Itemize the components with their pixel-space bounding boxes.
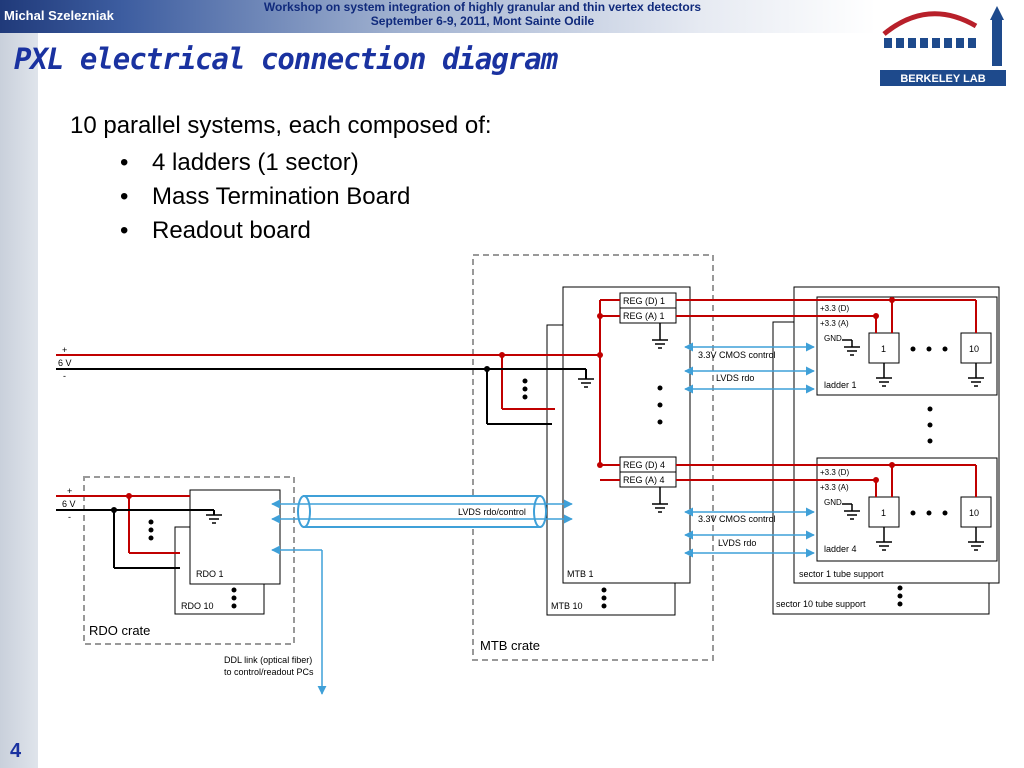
- ladder1-module-last: [960, 332, 992, 364]
- workshop-line-2: September 6-9, 2011, Mont Sainte Odile: [370, 14, 595, 28]
- rdo-crate-label: RDO crate: [89, 623, 150, 638]
- psu2-plus-label: +: [67, 486, 72, 496]
- bullet-mtb: Mass Termination Board: [120, 180, 410, 214]
- reg-a1-label: REG (A) 1: [623, 311, 665, 321]
- ladder4-a-supply-label: +3.3 (A): [820, 483, 849, 492]
- slide-title: PXL electrical connection diagram: [14, 42, 558, 76]
- ladder1-a-supply-label: +3.3 (A): [820, 319, 849, 328]
- bullet-readout: Readout board: [120, 214, 410, 248]
- left-sidebar-strip: [0, 0, 38, 768]
- bullet-ladders: 4 ladders (1 sector): [120, 146, 410, 180]
- ladder4-module-last-label: 10: [969, 508, 979, 518]
- mtb10-label: MTB 10: [551, 601, 583, 611]
- rdo10-label: RDO 10: [181, 601, 214, 611]
- psu1-voltage-label: 6 V: [58, 358, 72, 368]
- psu2-voltage-label: 6 V: [62, 499, 76, 509]
- lvds-rdo-label-4: LVDS rdo: [718, 538, 756, 548]
- ladder4-d-supply-label: +3.3 (D): [820, 468, 849, 477]
- logo-text: BERKELEY LAB: [900, 73, 985, 85]
- rdo1-box: [189, 489, 281, 585]
- ladder4-module-first: [868, 496, 900, 528]
- ellipsis-dots: [148, 346, 948, 609]
- ground-junctions: [111, 366, 490, 513]
- lvds-rdo-control-label: LVDS rdo/control: [458, 507, 526, 517]
- bullet-list: 4 ladders (1 sector) Mass Termination Bo…: [120, 146, 410, 248]
- rdo-crate-box: [83, 476, 295, 645]
- lvds-rdo-label-1: LVDS rdo: [716, 373, 754, 383]
- ladder1-label: ladder 1: [824, 380, 857, 390]
- ddl-link-label-line2: to control/readout PCs: [224, 667, 314, 677]
- berkeley-lab-logo: BERKELEY LAB: [876, 0, 1024, 92]
- ladder1-d-supply-label: +3.3 (D): [820, 304, 849, 313]
- mtb-crate-label: MTB crate: [480, 638, 540, 653]
- header-band: [0, 0, 876, 33]
- ladder1-module-first-label: 1: [881, 344, 886, 354]
- ground-lines: [56, 368, 587, 569]
- ddl-link-label-line1: DDL link (optical fiber): [224, 655, 312, 665]
- ladder4-label: ladder 4: [824, 544, 857, 554]
- cmos-control-label-4: 3.3V CMOS control: [698, 514, 776, 524]
- ladder1-module-last-label: 10: [969, 344, 979, 354]
- cmos-control-label-1: 3.3V CMOS control: [698, 350, 776, 360]
- page-number: 4: [10, 740, 22, 762]
- power-junctions: [126, 297, 895, 499]
- workshop-title: Workshop on system integration of highly…: [200, 0, 765, 28]
- psu1-plus-label: +: [62, 345, 67, 355]
- author-name: Michal Szelezniak: [4, 8, 114, 23]
- ground-symbols: [206, 323, 984, 551]
- intro-text: 10 parallel systems, each composed of:: [70, 112, 492, 139]
- mtb-crate-box: [472, 254, 714, 661]
- workshop-line-1: Workshop on system integration of highly…: [263, 0, 702, 14]
- psu2-minus-label: -: [68, 512, 71, 522]
- mtb1-box: [562, 286, 691, 584]
- ladder1-module-first: [868, 332, 900, 364]
- signal-arrows: [271, 342, 815, 695]
- power-lines: [56, 299, 977, 554]
- ladder4-module-first-label: 1: [881, 508, 886, 518]
- sector1-support-label: sector 1 tube support: [799, 569, 884, 579]
- rdo1-label: RDO 1: [196, 569, 224, 579]
- psu1-minus-label: -: [63, 371, 66, 381]
- reg-d1-label: REG (D) 1: [623, 296, 665, 306]
- ladder1-gnd-label: GND: [824, 334, 842, 343]
- reg-a4-label: REG (A) 4: [623, 475, 665, 485]
- ladder4-gnd-label: GND: [824, 498, 842, 507]
- reg-d4-label: REG (D) 4: [623, 460, 665, 470]
- sector10-support-label: sector 10 tube support: [776, 599, 866, 609]
- mtb1-label: MTB 1: [567, 569, 594, 579]
